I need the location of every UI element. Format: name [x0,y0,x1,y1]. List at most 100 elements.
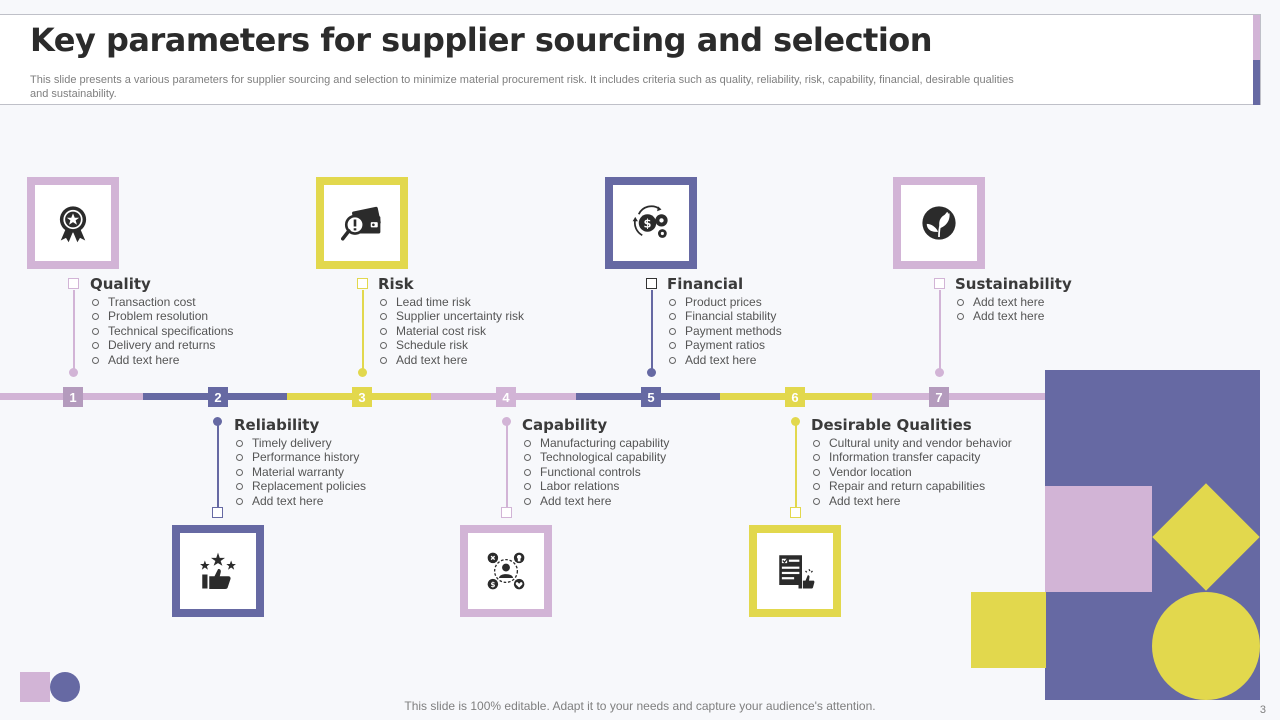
capability-icon-box: $ [460,525,552,617]
list-item: Add text here [234,494,366,508]
list-item: Add text here [955,309,1044,323]
quality-connector-dot [69,368,78,377]
sustainability-marker-square [934,278,945,289]
footer-note: This slide is 100% editable. Adapt it to… [404,699,876,713]
financial-list: Product prices Financial stability Payme… [667,295,782,367]
award-ribbon-icon [59,206,87,243]
list-item: Technical specifications [90,324,233,338]
risk-list: Lead time risk Supplier uncertainty risk… [378,295,524,367]
list-item: Technological capability [522,450,669,464]
list-item: Timely delivery [234,436,366,450]
stars-thumbs-up-icon [200,552,236,589]
risk-marker-square [357,278,368,289]
quality-list: Transaction cost Problem resolution Tech… [90,295,233,367]
list-item: Labor relations [522,479,669,493]
page-number: 3 [1259,704,1266,716]
list-item: Transaction cost [90,295,233,309]
list-item: Add text here [90,353,233,367]
risk-connector [362,290,364,370]
sustainability-connector [939,290,941,370]
step-number-badge: 4 [496,387,516,407]
sustainability-connector-dot [935,368,944,377]
quality-marker-square [68,278,79,289]
desirable-qualities-heading: Desirable Qualities [811,416,972,434]
list-item: Manufacturing capability [522,436,669,450]
decorative-lilac-tile [20,672,50,702]
list-item: Lead time risk [378,295,524,309]
slide-subtitle: This slide presents a various parameters… [30,74,1014,100]
list-item: Schedule risk [378,338,524,352]
reliability-marker-square [212,507,223,518]
list-item: Add text here [811,494,1012,508]
title-banner: Key parameters for supplier sourcing and… [0,14,1261,105]
reliability-connector [217,422,219,508]
capability-list: Manufacturing capability Technological c… [522,436,669,508]
quality-heading: Quality [90,275,151,293]
list-item: Information transfer capacity [811,450,1012,464]
step-number-badge: 3 [352,387,372,407]
list-item: Product prices [667,295,782,309]
step-number-badge: 7 [929,387,949,407]
person-network-icon: $ [487,552,525,590]
header-accent-lilac [1253,15,1260,60]
capability-heading: Capability [522,416,608,434]
risk-connector-dot [358,368,367,377]
capability-connector [506,422,508,508]
checklist-thumbs-up-icon [779,555,815,589]
list-item: Add text here [378,353,524,367]
desirable-qualities-connector [795,422,797,508]
financial-marker-square [646,278,657,289]
decorative-lilac-square [1045,486,1152,592]
list-item: Delivery and returns [90,338,233,352]
decorative-yellow-circle [1152,592,1260,700]
list-item: Repair and return capabilities [811,479,1012,493]
step-number-badge: 5 [641,387,661,407]
slide-title: Key parameters for supplier sourcing and… [30,21,933,59]
risk-heading: Risk [378,275,414,293]
svg-text:$: $ [644,216,652,230]
decorative-yellow-square [971,592,1046,668]
list-item: Payment ratios [667,338,782,352]
desirable-qualities-list: Cultural unity and vendor behavior Infor… [811,436,1012,508]
list-item: Payment methods [667,324,782,338]
svg-text:$: $ [490,581,495,589]
reliability-heading: Reliability [234,416,320,434]
header-accent-purple [1253,60,1260,105]
financial-icon-box: $ [605,177,697,269]
list-item: Vendor location [811,465,1012,479]
list-item: Add text here [667,353,782,367]
list-item: Material warranty [234,465,366,479]
financial-connector-dot [647,368,656,377]
list-item: Add text here [522,494,669,508]
reliability-connector-dot [213,417,222,426]
risk-icon-box [316,177,408,269]
list-item: Problem resolution [90,309,233,323]
list-item: Add text here [955,295,1044,309]
step-number-badge: 6 [785,387,805,407]
list-item: Replacement policies [234,479,366,493]
money-gears-icon: $ [632,205,668,238]
sustainability-list: Add text here Add text here [955,295,1044,324]
list-item: Financial stability [667,309,782,323]
list-item: Cultural unity and vendor behavior [811,436,1012,450]
timeline-segment [872,393,1046,400]
desirable-qualities-icon-box [749,525,841,617]
desirable-qualities-marker-square [790,507,801,518]
financial-heading: Financial [667,275,744,293]
financial-connector [651,290,653,370]
list-item: Functional controls [522,465,669,479]
leaf-globe-icon [922,206,956,240]
list-item: Supplier uncertainty risk [378,309,524,323]
step-number-badge: 2 [208,387,228,407]
quality-connector [73,290,75,370]
sustainability-icon-box [893,177,985,269]
credit-card-search-icon [341,206,381,241]
quality-icon-box [27,177,119,269]
sustainability-heading: Sustainability [955,275,1072,293]
capability-marker-square [501,507,512,518]
capability-connector-dot [502,417,511,426]
step-number-badge: 1 [63,387,83,407]
list-item: Material cost risk [378,324,524,338]
decorative-purple-dot [50,672,80,702]
reliability-list: Timely delivery Performance history Mate… [234,436,366,508]
